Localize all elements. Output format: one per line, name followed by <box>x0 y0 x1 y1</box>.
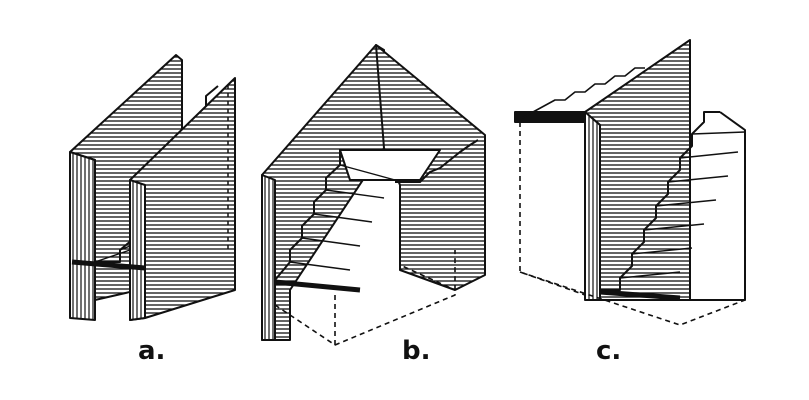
stair-a-straight-flight <box>69 54 236 321</box>
stair-c-half-turn <box>514 39 746 326</box>
label-a: a. <box>138 336 166 366</box>
stair-b-quarter-landing <box>261 44 486 346</box>
label-b: b. <box>402 336 431 366</box>
label-c: c. <box>596 336 622 366</box>
